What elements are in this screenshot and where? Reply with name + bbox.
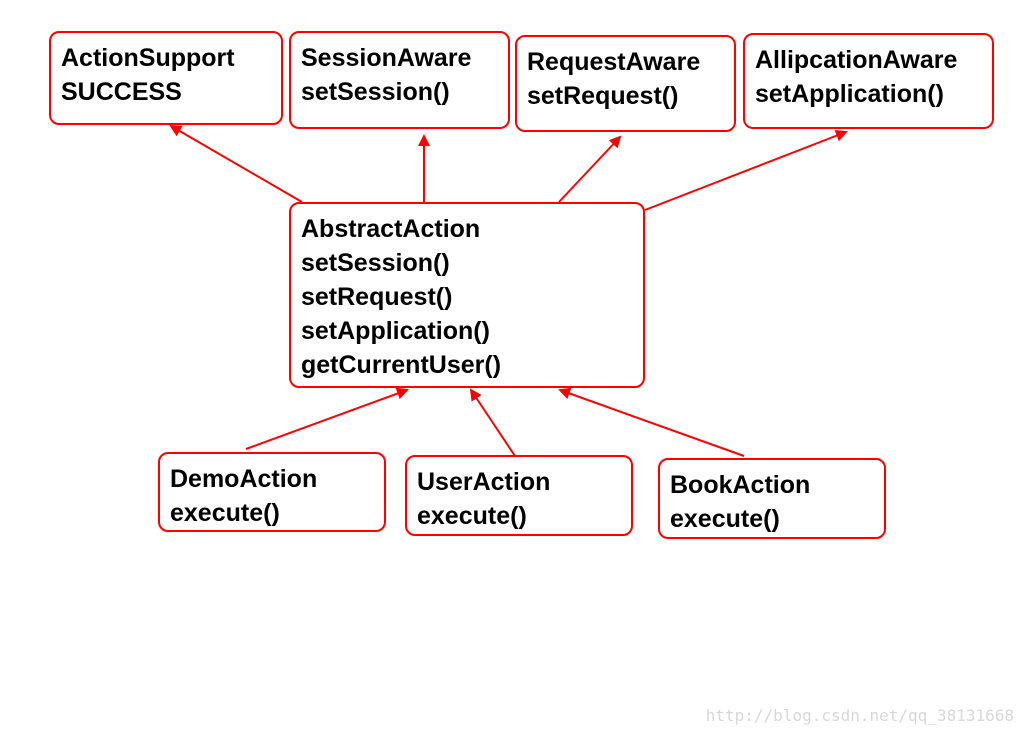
arrow-demo-to-abstract [245,387,409,450]
user-action-box: UserAction execute() [405,455,633,536]
abstract-action-method-set-application: setApplication() [301,317,490,345]
action-support-box: ActionSupport SUCCESS [49,31,283,125]
request-aware-method: setRequest() [527,82,679,110]
user-action-title: UserAction [417,468,551,496]
demo-action-box: DemoAction execute() [158,452,386,532]
application-aware-title: AllipcationAware [755,46,958,74]
book-action-box: BookAction execute() [658,458,886,539]
action-support-title: ActionSupport [61,44,235,72]
arrow-abstract-to-request-aware [558,135,622,203]
demo-action-title: DemoAction [170,465,318,493]
user-action-method: execute() [417,502,527,530]
request-aware-title: RequestAware [527,48,701,76]
session-aware-method: setSession() [301,78,450,106]
watermark-text: http://blog.csdn.net/qq_38131668 [705,706,1014,725]
application-aware-method: setApplication() [755,80,944,108]
arrow-book-to-abstract [558,387,745,457]
arrow-abstract-to-action-support [169,124,303,203]
book-action-title: BookAction [670,471,811,499]
abstract-action-title: AbstractAction [301,215,481,243]
arrow-user-to-abstract [469,388,516,457]
session-aware-title: SessionAware [301,44,472,72]
request-aware-box: RequestAware setRequest() [515,35,736,132]
session-aware-box: SessionAware setSession() [289,31,510,129]
demo-action-method: execute() [170,499,280,527]
abstract-action-method-set-session: setSession() [301,249,450,277]
abstract-action-method-set-request: setRequest() [301,283,453,311]
action-support-member: SUCCESS [61,78,182,106]
abstract-action-box: AbstractAction setSession() setRequest()… [289,202,645,388]
application-aware-box: AllipcationAware setApplication() [743,33,994,129]
arrow-abstract-to-application-aware [644,130,848,211]
abstract-action-method-get-current-user: getCurrentUser() [301,351,502,379]
book-action-method: execute() [670,505,780,533]
